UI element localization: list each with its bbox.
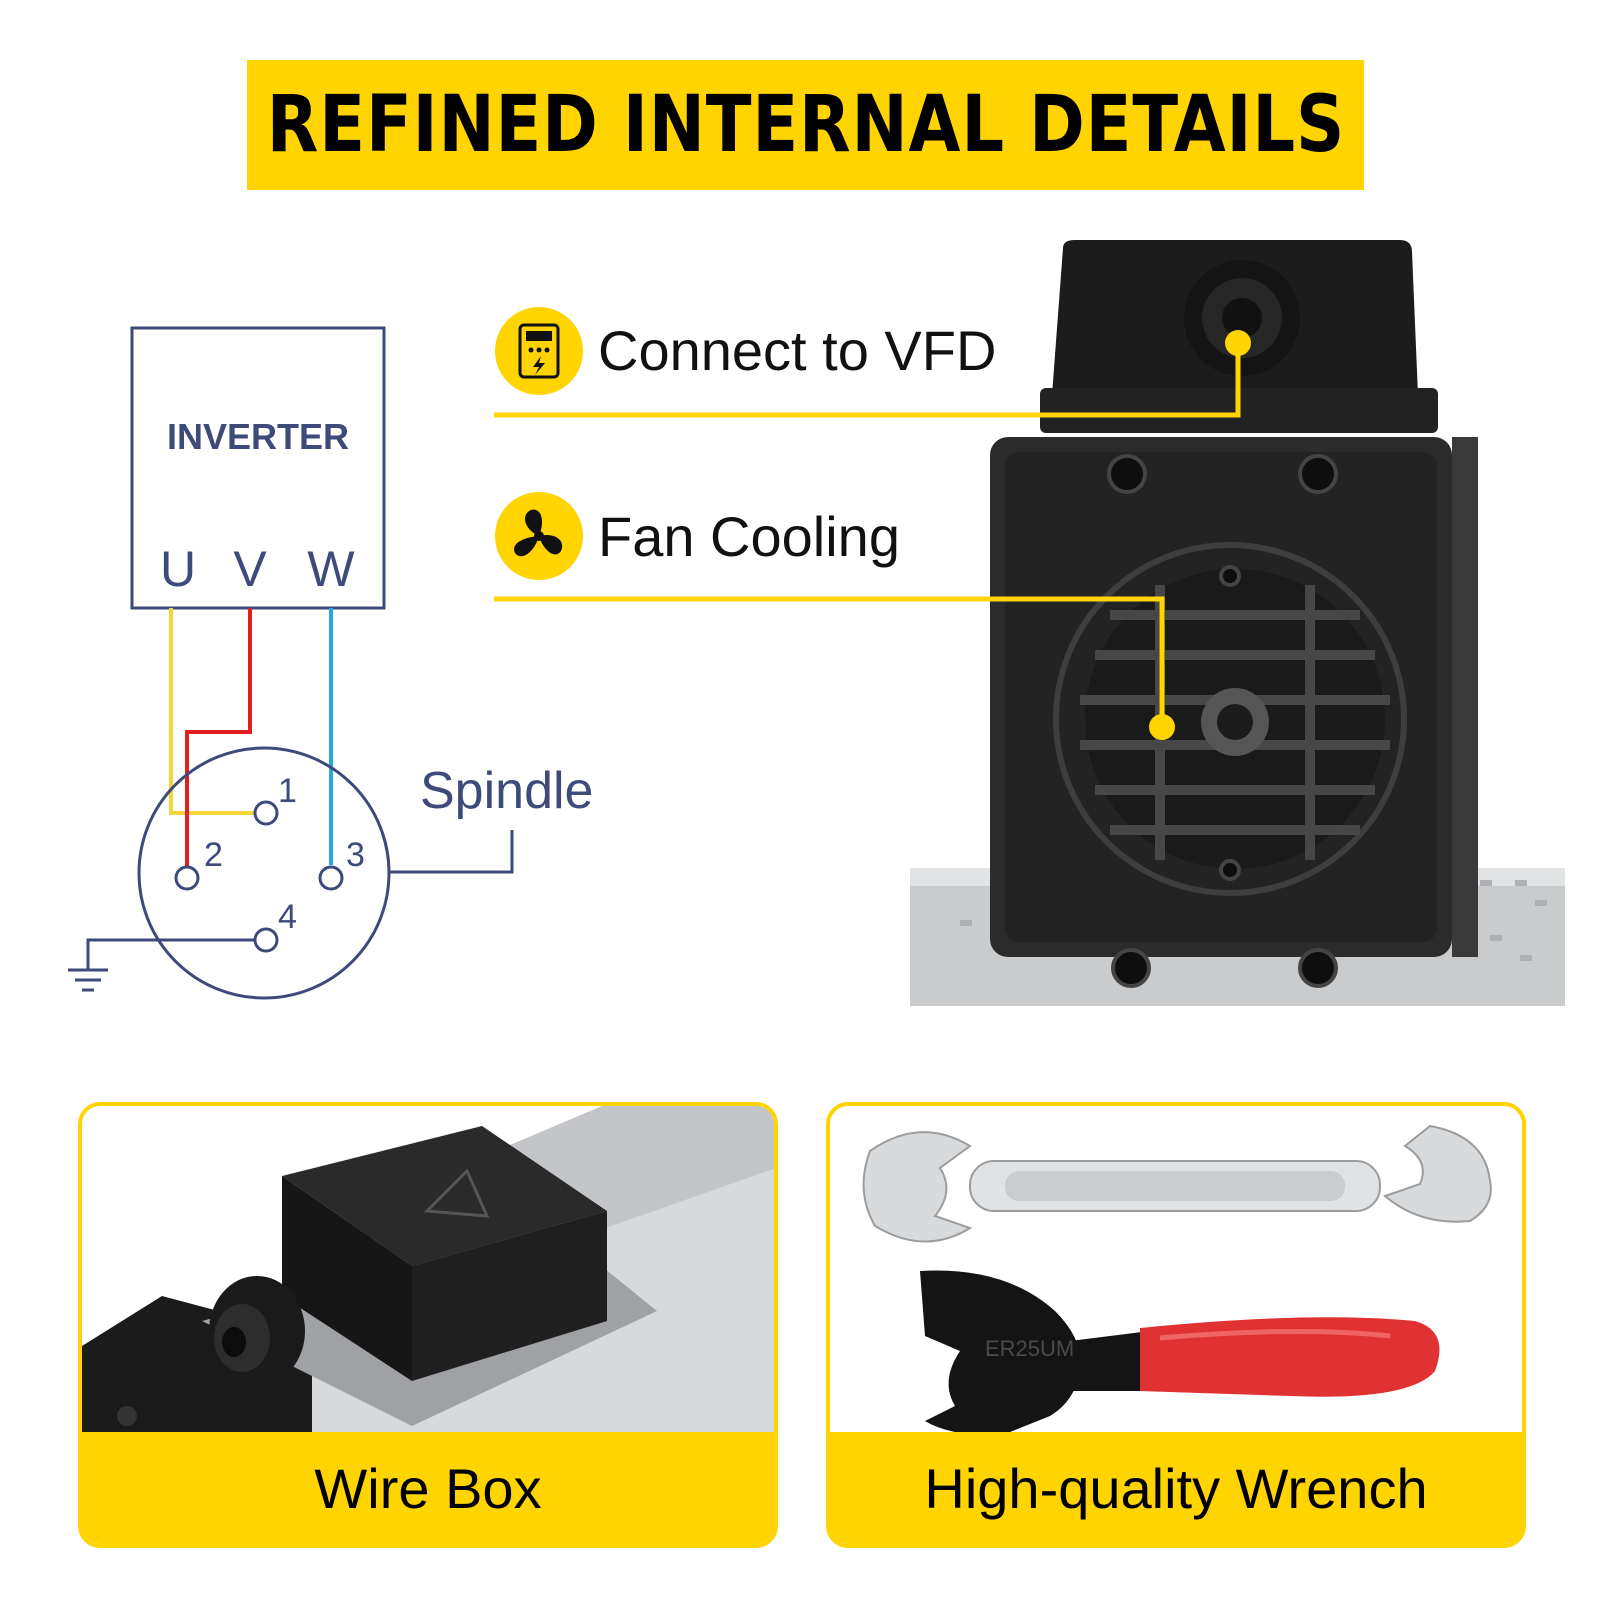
wrench-card: ER25UM High-quality Wrench bbox=[826, 1102, 1526, 1548]
wrench-caption: High-quality Wrench bbox=[830, 1432, 1522, 1544]
pin-4-label: 4 bbox=[278, 898, 297, 936]
spindle-motor-photo bbox=[910, 240, 1565, 1006]
wire-v bbox=[185, 608, 252, 868]
terminal-u-label: U bbox=[160, 541, 196, 597]
pin-4 bbox=[253, 927, 279, 953]
wire-u bbox=[169, 608, 255, 815]
pin-3-label: 3 bbox=[346, 836, 365, 874]
spanner-icon bbox=[862, 1124, 1492, 1243]
pin-1-label: 1 bbox=[278, 772, 297, 810]
pin-2 bbox=[174, 865, 200, 891]
callout-leaders bbox=[494, 330, 1251, 740]
wiring-diagram: INVERTER U V W 1 2 3 4 Spindle bbox=[68, 326, 593, 1000]
spindle-label: Spindle bbox=[420, 762, 593, 820]
vfd-leader-line bbox=[494, 345, 1241, 418]
fan-leader-line bbox=[494, 596, 1165, 725]
ground-icon bbox=[68, 938, 255, 992]
fan-leader-dot bbox=[1149, 714, 1175, 740]
fan-icon bbox=[495, 492, 583, 580]
collet-wrench-icon: ER25UM bbox=[920, 1270, 1440, 1436]
vfd-leader-dot bbox=[1225, 330, 1251, 356]
spindle-leader bbox=[389, 830, 514, 874]
wire-box-caption: Wire Box bbox=[82, 1432, 774, 1544]
vfd-icon bbox=[495, 307, 583, 395]
inverter-box bbox=[130, 326, 386, 610]
pin-2-label: 2 bbox=[204, 836, 223, 874]
wire-box-photo bbox=[82, 1106, 774, 1436]
title-banner: REFINED INTERNAL DETAILS bbox=[247, 60, 1364, 190]
vfd-callout-label: Connect to VFD bbox=[598, 319, 997, 382]
terminal-v-label: V bbox=[233, 541, 267, 597]
page-title: REFINED INTERNAL DETAILS bbox=[266, 80, 1345, 170]
wrench-photo: ER25UM bbox=[862, 1124, 1492, 1436]
terminal-w-label: W bbox=[307, 541, 355, 597]
fan-callout-label: Fan Cooling bbox=[598, 505, 900, 568]
collet-label: ER25UM bbox=[985, 1336, 1074, 1361]
wire-box-card: Wire Box bbox=[78, 1102, 778, 1548]
inverter-label: INVERTER bbox=[167, 416, 349, 457]
pin-1 bbox=[253, 800, 279, 826]
pin-3 bbox=[318, 865, 344, 891]
